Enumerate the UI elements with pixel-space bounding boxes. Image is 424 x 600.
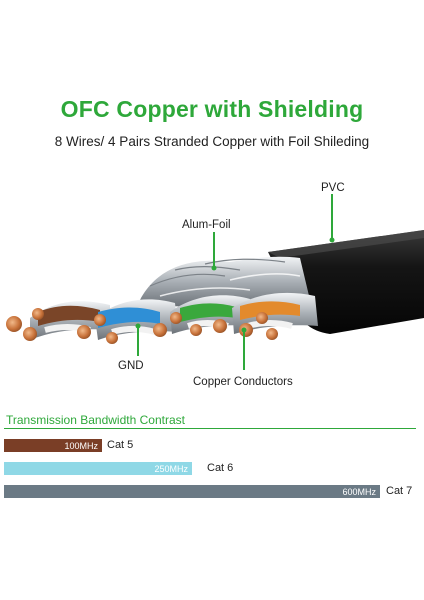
- bar-cat6-value: 250MHz: [154, 463, 188, 474]
- bar-cat6-label: Cat 6: [207, 462, 234, 474]
- bar-cat5-label: Cat 5: [107, 439, 134, 451]
- label-pvc: PVC: [321, 182, 345, 194]
- bandwidth-title: Transmission Bandwidth Contrast: [6, 413, 185, 427]
- foil-shield: [140, 256, 310, 307]
- copper-ends: [6, 308, 278, 344]
- page-title: OFC Copper with Shielding: [60, 96, 364, 122]
- page-subtitle: 8 Wires/ 4 Pairs Stranded Copper with Fo…: [54, 134, 370, 149]
- label-alum-foil: Alum-Foil: [182, 219, 231, 231]
- bar-cat5: 100MHz: [4, 439, 102, 452]
- bar-cat7-value: 600MHz: [342, 486, 376, 497]
- bar-cat7-label: Cat 7: [386, 485, 413, 497]
- bar-cat5-value: 100MHz: [64, 440, 98, 451]
- label-gnd: GND: [118, 360, 144, 372]
- bar-cat6: 250MHz: [4, 462, 192, 475]
- callout-lines: [137, 194, 333, 370]
- bandwidth-divider: [4, 428, 416, 429]
- cable-illustration: [6, 194, 424, 370]
- label-copper-conductors: Copper Conductors: [193, 376, 293, 388]
- bar-cat7: 600MHz: [4, 485, 380, 498]
